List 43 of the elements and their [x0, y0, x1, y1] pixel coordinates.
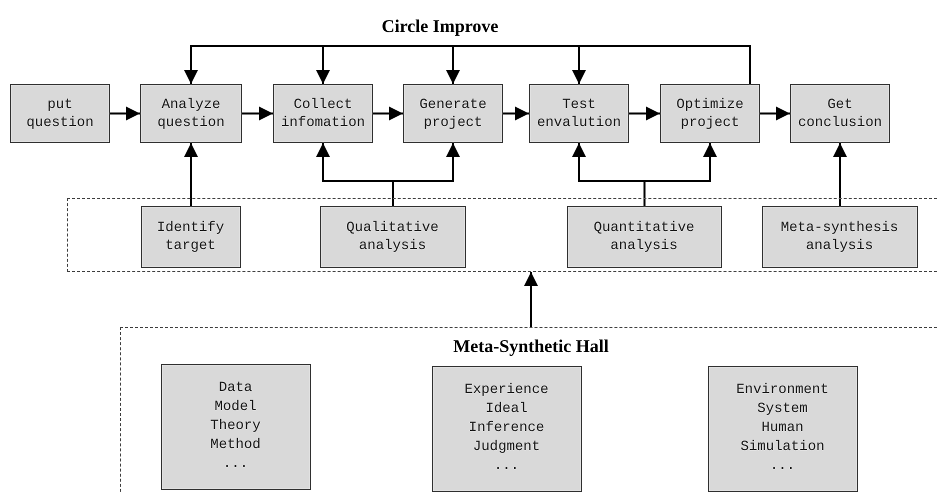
node-label: Quantitative analysis	[592, 218, 696, 254]
process-box	[432, 366, 582, 492]
node-label: Generate project	[418, 96, 488, 132]
node-label: put question	[25, 96, 95, 132]
arrow	[833, 143, 847, 206]
arrow	[110, 106, 140, 120]
node-label: Experience Ideal Inference Judgment ...	[464, 381, 548, 476]
process-box	[160, 364, 310, 490]
process-box	[762, 206, 918, 268]
arrow	[524, 272, 538, 327]
process-box	[10, 84, 110, 143]
process-box	[320, 206, 466, 268]
process-box	[140, 206, 240, 268]
arrow	[760, 106, 790, 120]
process-box	[660, 84, 760, 143]
process-box	[273, 84, 373, 143]
process-box	[566, 206, 722, 268]
node-label: Analyze question	[156, 96, 226, 132]
node-label: Get conclusion	[796, 96, 883, 132]
arrow	[629, 106, 660, 120]
process-box	[529, 84, 629, 143]
process-box	[140, 84, 242, 143]
node-label: Optimize project	[675, 96, 745, 132]
method-group-panel	[67, 198, 937, 272]
process-box	[403, 84, 503, 143]
arrow	[392, 143, 460, 206]
node-label: Collect infomation	[280, 96, 366, 132]
arrow	[184, 143, 198, 206]
node-label: Data Model Theory Method ...	[210, 379, 261, 474]
process-box	[790, 84, 890, 143]
arrow	[572, 45, 751, 84]
node-label: Meta-synthesis analysis	[780, 218, 900, 254]
arrow	[503, 106, 529, 120]
diagram-title: Circle Improve	[380, 16, 500, 37]
group-heading: Meta-Synthetic Hall	[452, 336, 610, 357]
arrow	[373, 106, 403, 120]
arrow	[242, 106, 273, 120]
node-label: Qualitative analysis	[345, 218, 440, 254]
node-label: Test envalution	[536, 96, 622, 132]
node-label: Environment System Human Simulation ...	[736, 381, 829, 476]
node-label: Identify target	[156, 218, 226, 254]
process-box	[708, 366, 858, 492]
hall-panel	[120, 327, 937, 494]
